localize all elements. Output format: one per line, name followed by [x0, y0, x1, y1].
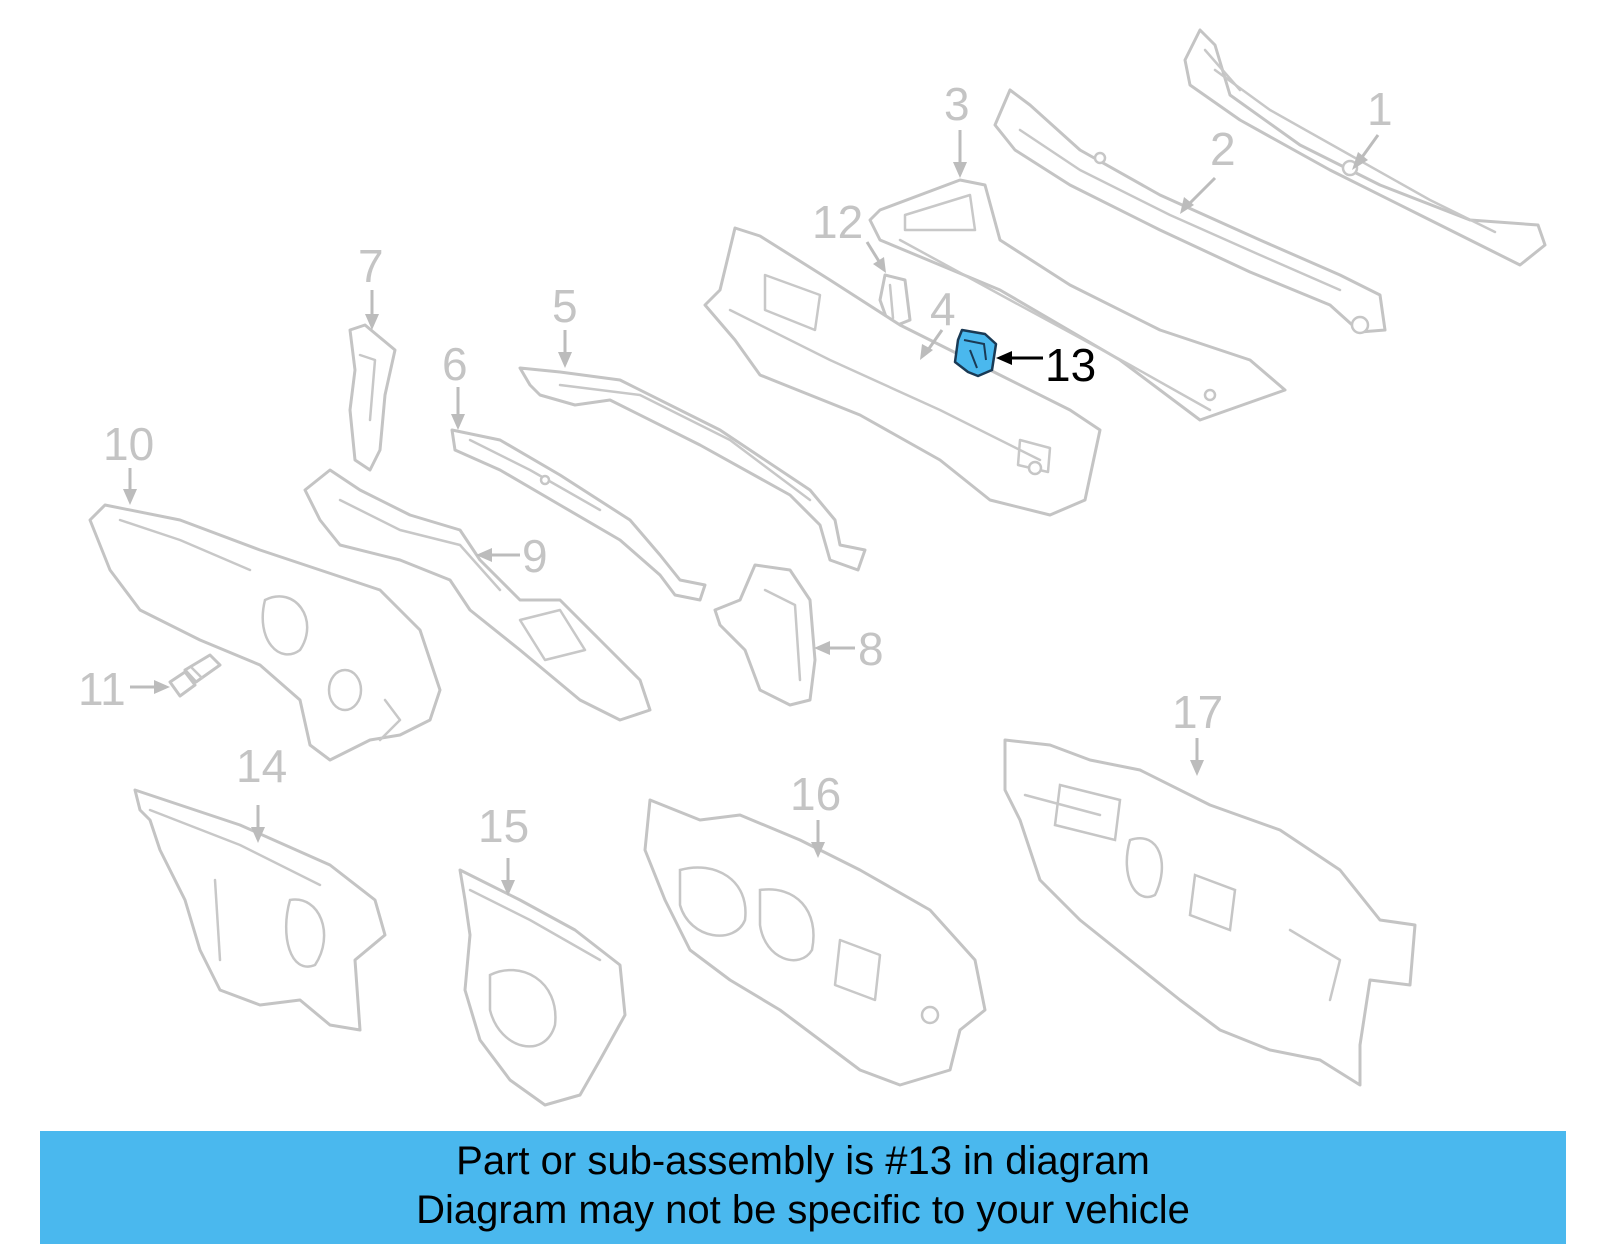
- callout-12: 12: [812, 196, 863, 248]
- callout-10: 10: [103, 418, 154, 470]
- part-14: [133, 788, 387, 1032]
- callout-16: 16: [790, 768, 841, 820]
- callout-6: 6: [442, 338, 468, 390]
- banner-line-2: Diagram may not be specific to your vehi…: [416, 1188, 1190, 1232]
- callout-7: 7: [358, 240, 384, 292]
- part-16: [643, 798, 987, 1087]
- info-banner: Part or sub-assembly is #13 in diagram D…: [40, 1131, 1566, 1244]
- callout-2: 2: [1210, 123, 1236, 175]
- part-5: [518, 366, 867, 572]
- callout-9: 9: [522, 530, 548, 582]
- callout-5: 5: [552, 280, 578, 332]
- callout-11: 11: [78, 663, 126, 715]
- callout-1: 1: [1367, 83, 1393, 135]
- part-10: [88, 503, 442, 762]
- part-8: [713, 563, 817, 707]
- callout-14: 14: [236, 740, 287, 792]
- part-11: [168, 653, 222, 698]
- leaders: [123, 130, 1380, 896]
- part-6: [450, 428, 707, 602]
- part-1: [1183, 28, 1547, 267]
- part-7: [348, 323, 397, 472]
- part-17: [1003, 738, 1417, 1087]
- callout-8: 8: [858, 623, 884, 675]
- part-2: [993, 88, 1387, 335]
- part-13-highlighted: [953, 328, 998, 378]
- part-9: [303, 468, 652, 722]
- part-15: [458, 868, 627, 1107]
- callout-15: 15: [478, 800, 529, 852]
- callout-4: 4: [930, 283, 956, 335]
- banner-line-1: Part or sub-assembly is #13 in diagram: [456, 1139, 1150, 1183]
- part-4: [703, 226, 1102, 517]
- part-3: [868, 178, 1287, 422]
- callout-17: 17: [1172, 686, 1223, 738]
- callout-13: 13: [1045, 339, 1096, 391]
- callout-3: 3: [944, 78, 970, 130]
- callout-labels: 1 2 3 12 4 13 5 6 7 10 9 8 11 14 15 16 1…: [78, 78, 1393, 852]
